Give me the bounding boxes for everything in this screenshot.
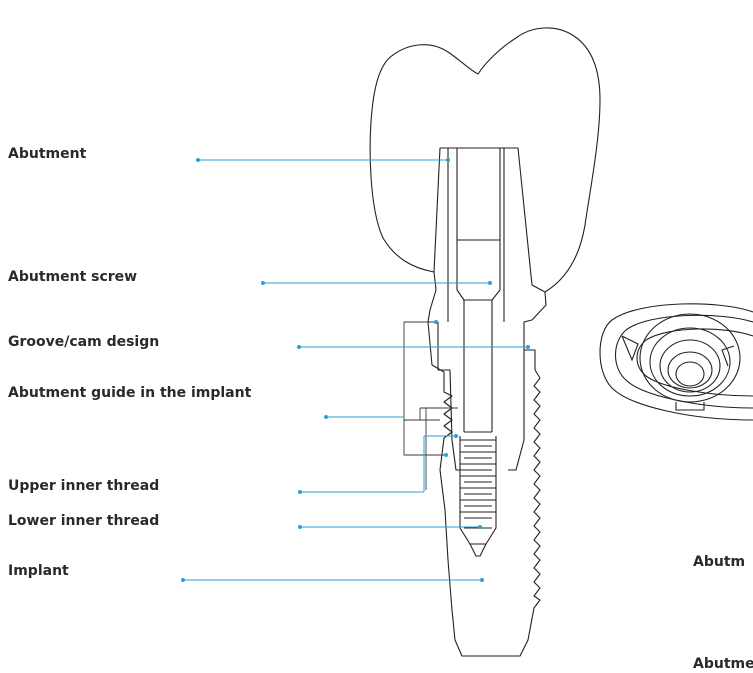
label-groove-cam: Groove/cam design	[8, 333, 159, 351]
implant-top-view	[600, 304, 753, 420]
implant-body	[428, 322, 540, 656]
guide-bracket	[404, 322, 446, 455]
label-right-partial-2: Abutme	[693, 655, 753, 673]
leader-lines	[183, 160, 528, 580]
label-lower-inner-thread: Lower inner thread	[8, 512, 159, 530]
screw-thread	[460, 432, 496, 518]
label-abutment: Abutment	[8, 145, 86, 163]
label-abutment-screw: Abutment screw	[8, 268, 137, 286]
label-abutment-guide: Abutment guide in the implant	[8, 384, 251, 402]
screw-head	[457, 148, 500, 240]
label-right-partial-1: Abutm	[693, 553, 745, 571]
abutment-body	[434, 148, 546, 320]
label-upper-inner-thread: Upper inner thread	[8, 477, 159, 495]
label-implant: Implant	[8, 562, 69, 580]
